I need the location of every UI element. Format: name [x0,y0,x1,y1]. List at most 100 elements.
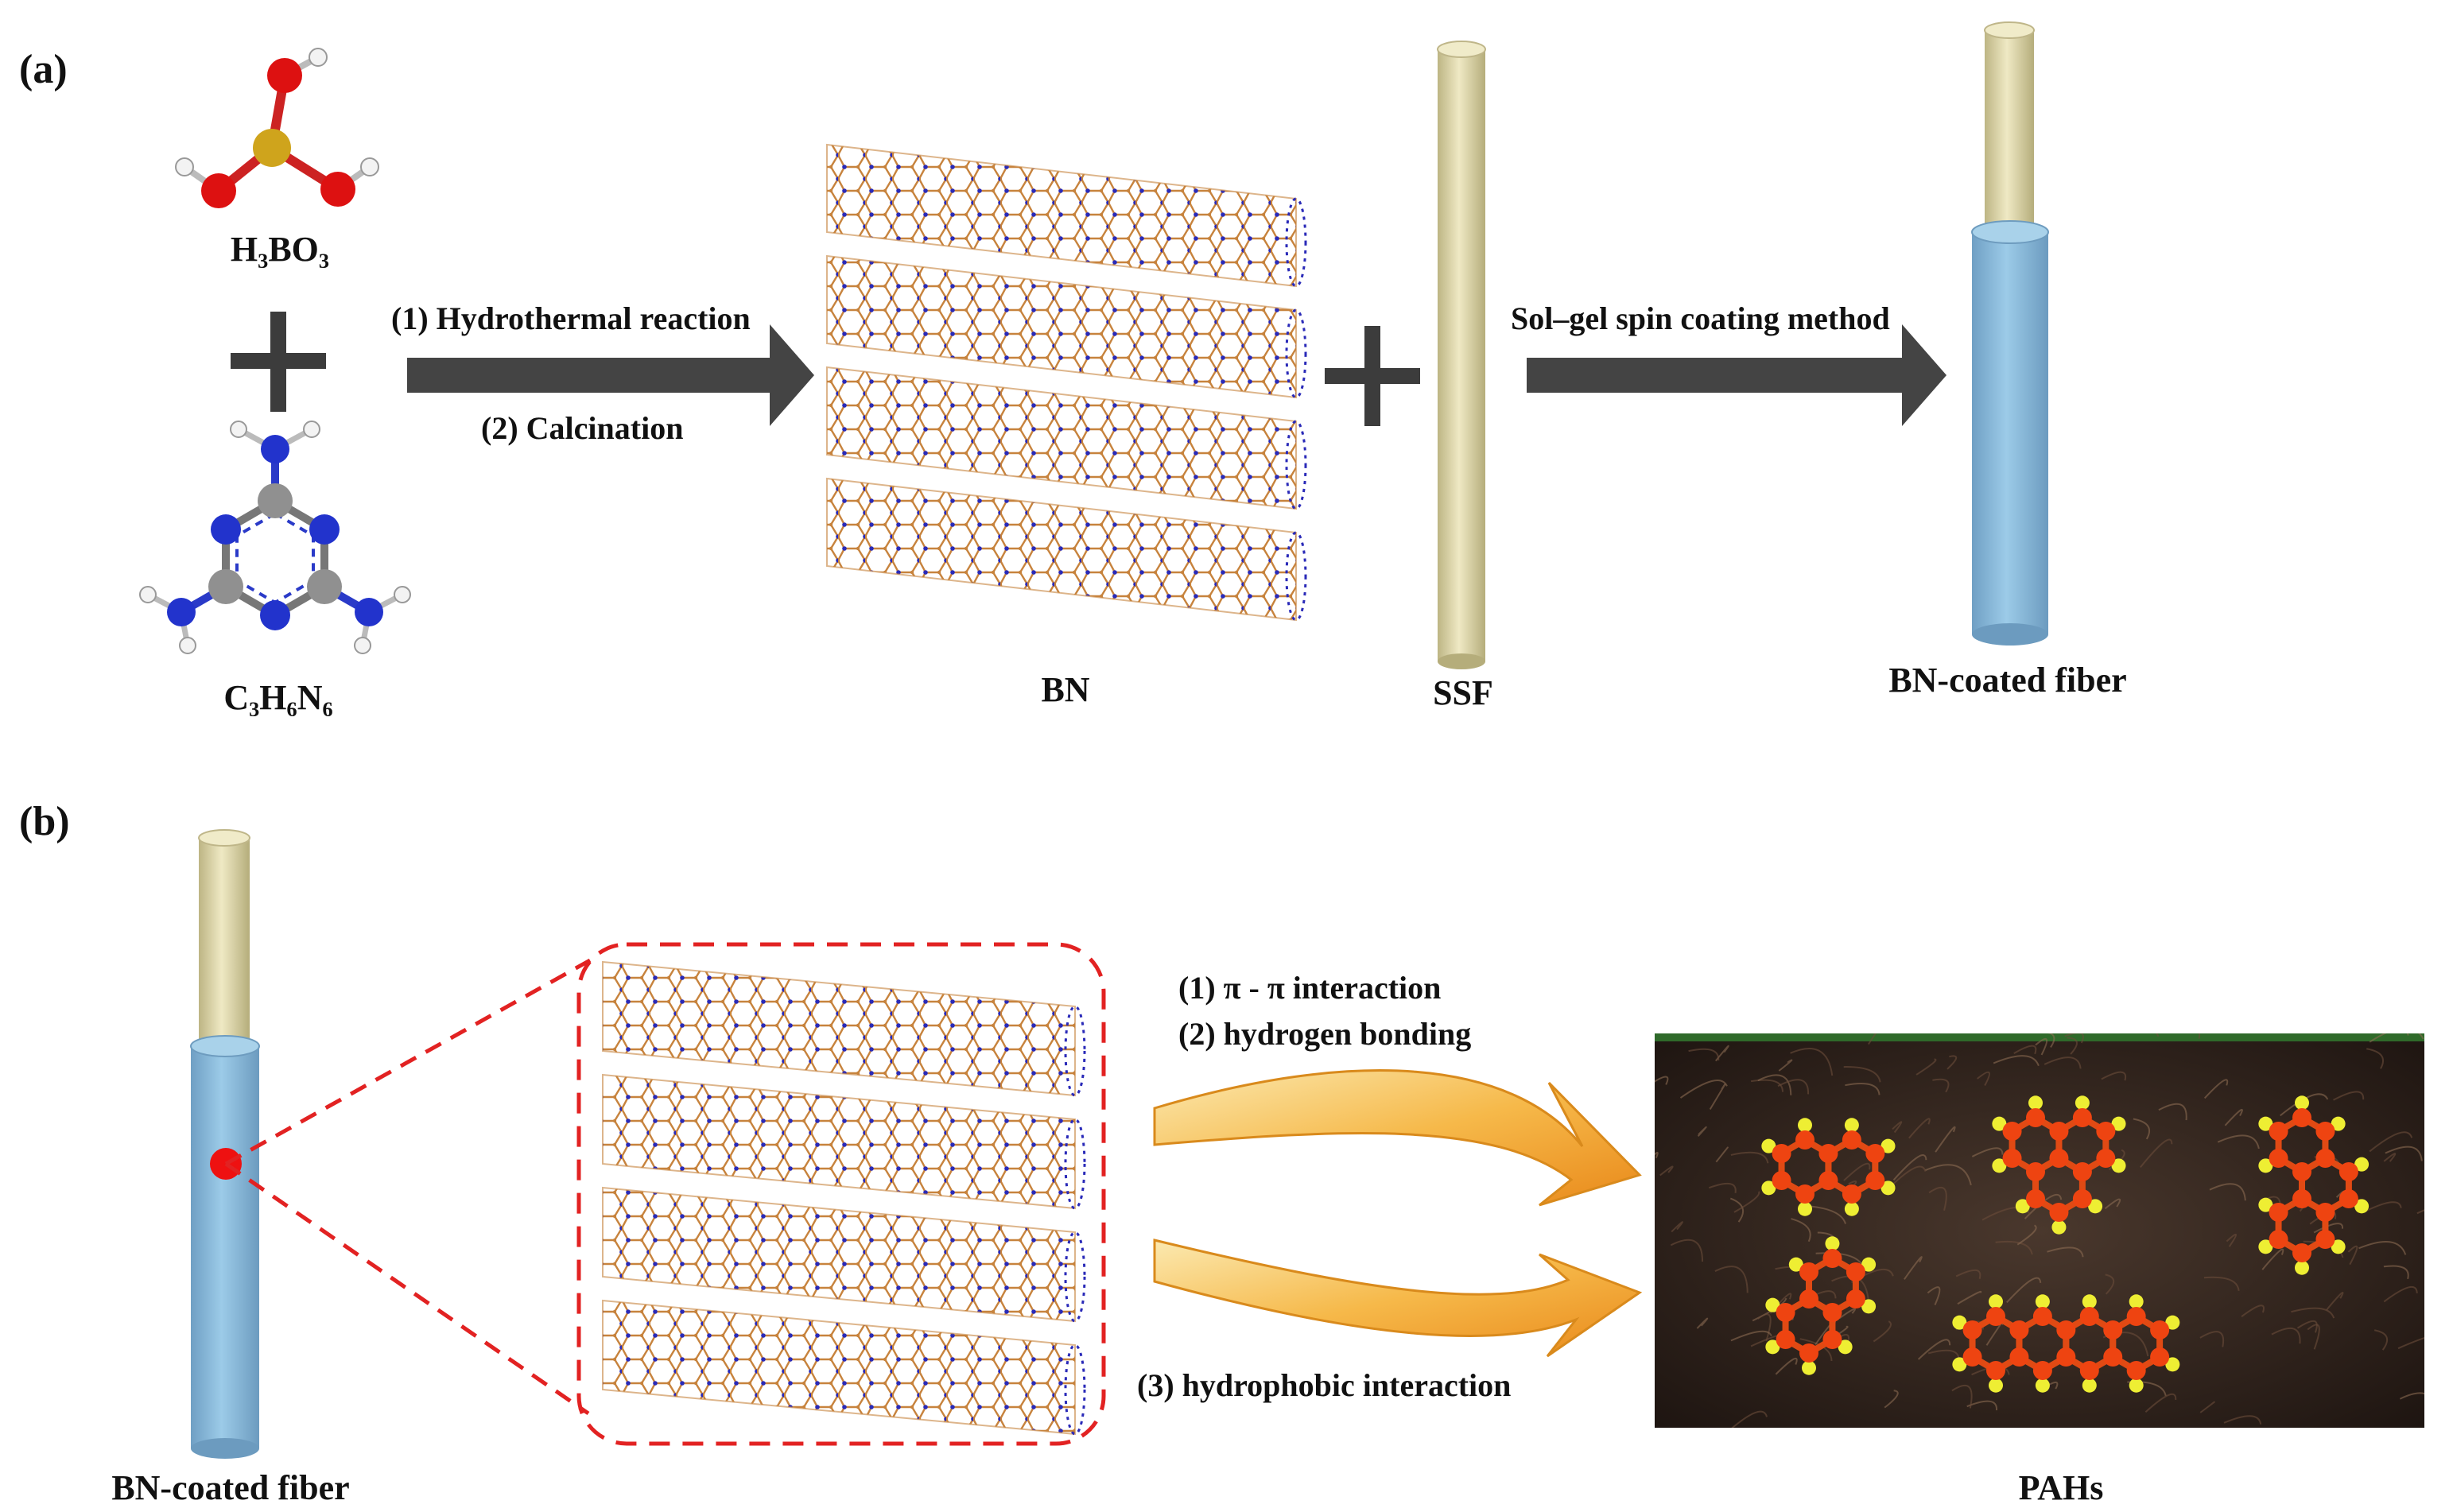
pah-hydrogen-atom [1881,1181,1896,1196]
melamine-molecule [139,421,411,654]
pah-carbon-atom [1842,1130,1861,1150]
soil-root-strand [2203,1079,2229,1099]
pah-hydrogen-atom [2165,1315,2180,1330]
soil-root-strand [1928,1187,1947,1211]
soil-root-strand [2366,1201,2402,1212]
nanotube-end [1064,1118,1086,1210]
pah-carbon-atom [2072,1189,2092,1208]
pah-hydrogen-atom [2028,1095,2043,1111]
pah-carbon-atom [1799,1289,1818,1308]
soil-root-strand [2241,1305,2265,1317]
soil-root-strand [1843,1066,1881,1083]
bn-nanotube-bundle-zoom [602,960,1086,1436]
pah-hydrogen-atom [2331,1116,2346,1131]
pah-hydrogen-atom [1798,1118,1812,1133]
soil-root-strand [2397,1337,2424,1350]
interaction-hydrogen-bonding: (2) hydrogen bonding [1178,1016,1471,1052]
curved-arrow-upper [1153,1069,1642,1207]
nitrogen-atom [309,514,340,545]
soil-root-strand [2198,1033,2201,1039]
soil-pah-image [1655,1033,2424,1428]
bn-nanotube [602,1299,1076,1436]
bn-coated-fiber-label-a: BN-coated fiber [1888,661,2126,700]
soil-root-strand [2307,1324,2320,1350]
panel-b-label: (b) [19,799,70,844]
pah-carbon-atom [2126,1307,2146,1326]
pah-carbon-atom [2126,1361,2146,1380]
soil-root-strand [2158,1103,2187,1121]
soil-root-strand [1715,1146,1729,1163]
soil-root-strand [2133,1118,2151,1140]
pah-carbon-atom [2103,1320,2123,1339]
soil-root-strand [1977,1071,1990,1087]
soil-root-strand [1971,1147,2004,1157]
soil-root-strand [1679,1080,1728,1099]
soil-root-strand [1946,1055,1958,1070]
melamine-label: C₃H₆N₆ [223,678,332,717]
soil-root-strand [1995,1241,2033,1255]
pah-hydrogen-atom [2258,1197,2273,1212]
soil-root-strand [1873,1320,1892,1343]
pah-hydrogen-atom [2082,1294,2097,1309]
soil-root-strand [1892,1154,1927,1181]
soil-root-strand [2224,1108,2243,1126]
pah-carbon-atom [2292,1189,2311,1208]
plus-icon [231,312,326,412]
nanotube-end [1285,420,1307,510]
pah-carbon-atom [2056,1320,2076,1339]
soil-root-strand [2291,1307,2335,1319]
nanotube-end [1064,1231,1086,1323]
curved-arrow-lower [1153,1239,1643,1358]
soil-root-strand [2280,1093,2329,1117]
pah-carbon-atom [1772,1144,1791,1163]
pah-hydrogen-atom [1765,1297,1780,1312]
zoom-guide-line [224,958,592,1166]
soil-root-strand [1993,1055,2040,1067]
pah-carbon-atom [1822,1330,1842,1349]
soil-root-strand [1908,1118,1931,1139]
soil-root-strand [2383,1285,2418,1303]
soil-root-strand [1696,1317,1709,1329]
pah-hydrogen-atom [1798,1201,1812,1216]
nitrogen-atom [355,598,383,626]
pah-carbon-atom [2009,1347,2029,1367]
soil-root-strand [2064,1033,2085,1044]
zoom-dashed-box [576,942,1106,1446]
pah-carbon-atom [2315,1149,2335,1168]
pah-hydrogen-atom [1992,1158,2007,1173]
soil-root-strand [2155,1033,2160,1037]
soil-root-strand [2313,1223,2343,1234]
pah-molecule [2258,1095,2370,1275]
soil-root-strand [2047,1033,2055,1049]
nitrogen-atom [211,514,241,545]
pah-carbon-atom [2072,1108,2092,1127]
boric-acid-label: H₃BO₃ [231,230,329,269]
bn-coated-fiber [190,829,260,1459]
soil-root-strand [2373,1329,2389,1351]
pah-carbon-atom [1795,1184,1815,1204]
ssf-label: SSF [1433,673,1493,712]
soil-root-strand [1750,1079,1784,1092]
soil-root-strand [1730,1151,1769,1164]
soil-root-strand [1709,1084,1726,1111]
soil-root-strand [2013,1045,2037,1055]
soil-root-strand [2358,1241,2407,1255]
soil-root-strand [2203,1276,2240,1291]
hydrogen-atom [175,157,194,176]
soil-root-strand [2209,1183,2246,1201]
hydrogen-atom [139,586,157,603]
soil-root-strand [2047,1246,2084,1258]
pah-carbon-atom [1799,1262,1818,1281]
soil-root-strand [2217,1134,2260,1150]
pah-carbon-atom [2079,1361,2099,1380]
bn-nanotube [826,366,1297,510]
pah-carbon-atom [2150,1320,2170,1339]
soil-root-strand [2385,1146,2423,1161]
pah-carbon-atom [2096,1149,2116,1168]
soil-root-strand [1655,1076,1669,1085]
soil-root-strand [1757,1313,1772,1342]
soil-root-strand [2369,1131,2413,1153]
soil-root-strand [1688,1048,1720,1060]
pah-carbon-atom [1846,1289,1865,1308]
pah-hydrogen-atom [2258,1239,2273,1254]
